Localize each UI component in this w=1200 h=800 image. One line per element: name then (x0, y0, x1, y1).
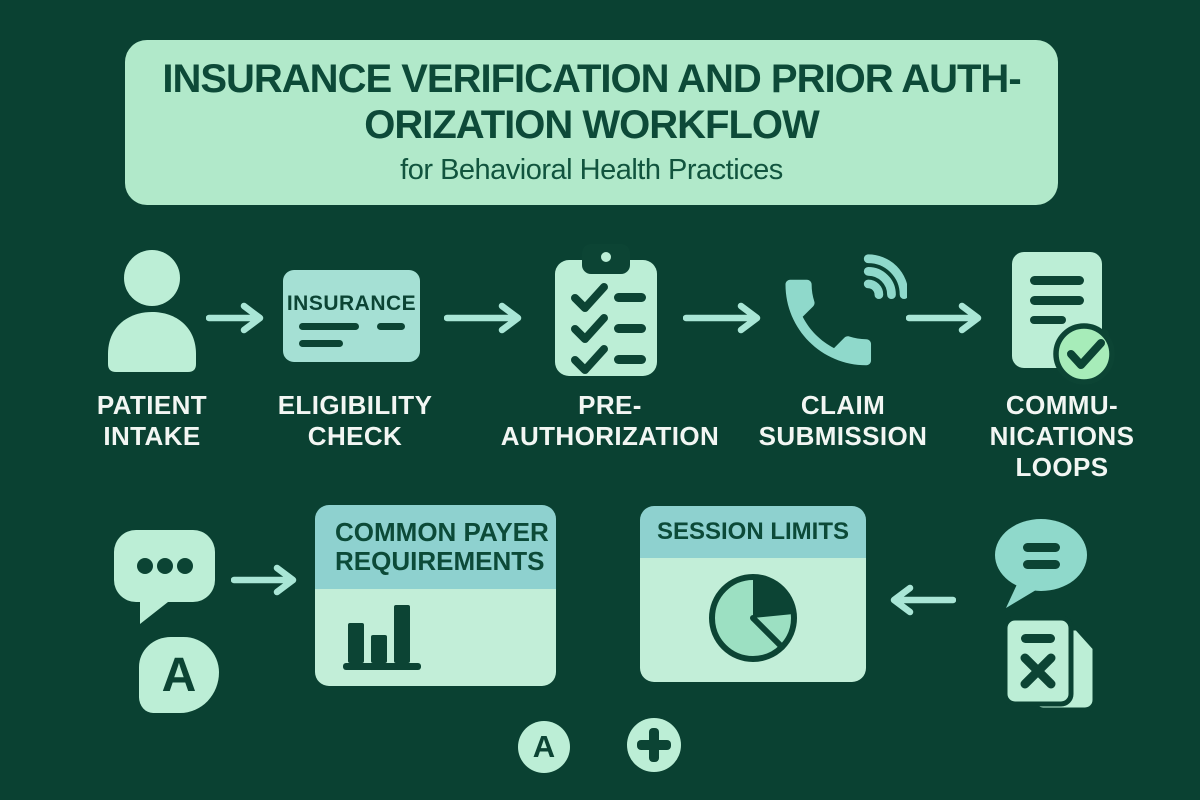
session-card-header: SESSION LIMITS (640, 506, 866, 558)
speech-lines-icon (995, 519, 1087, 608)
arrow-right-icon (683, 302, 761, 334)
denied-document-icon (1003, 616, 1098, 712)
session-card-title: SESSION LIMITS (656, 518, 850, 545)
medical-plus-circle-icon (627, 718, 681, 772)
step-label-line: CHECK (307, 421, 403, 451)
payer-card-header: COMMON PAYER REQUIREMENTS (315, 505, 556, 589)
step-label-communications-loops: COMMU- NICATIONS LOOPS (967, 390, 1157, 483)
document-approved-icon (1012, 252, 1115, 385)
session-card-body (640, 558, 866, 682)
step-label-line: AUTHORIZATION (500, 421, 720, 451)
payer-card-title-line1: COMMON PAYER (335, 517, 549, 547)
step-label-line: ELIGIBILITY (277, 390, 433, 420)
step-label-line: CLAIM (800, 390, 886, 420)
step-label-line: NICATIONS (989, 421, 1135, 451)
insurance-card-icon: INSURANCE (283, 270, 420, 362)
step-label-line: PATIENT (96, 390, 208, 420)
page-title-line1: INSURANCE VERIFICATION AND PRIOR AUTH- (162, 57, 1021, 101)
page-title-line2: ORIZATION WORKFLOW (364, 103, 820, 147)
step-label-line: INTAKE (103, 421, 201, 451)
title-banner: INSURANCE VERIFICATION AND PRIOR AUTH- O… (125, 40, 1058, 205)
person-icon (108, 250, 196, 372)
phone-call-icon (785, 254, 907, 366)
step-label-claim-submission: CLAIM SUBMISSION (748, 390, 938, 452)
arrow-right-icon (231, 564, 297, 596)
arrow-left-icon (890, 584, 956, 616)
clipboard-checklist-icon (555, 244, 657, 376)
step-label-eligibility-check: ELIGIBILITY CHECK (260, 390, 450, 452)
session-limits-card: SESSION LIMITS (640, 506, 866, 682)
letter-a-glyph: A (532, 729, 556, 764)
step-label-pre-authorization: PRE- AUTHORIZATION (495, 390, 725, 452)
arrow-right-icon (906, 302, 982, 334)
pie-chart-icon (709, 574, 797, 662)
common-payer-requirements-card: COMMON PAYER REQUIREMENTS (315, 505, 556, 686)
chat-dots-icon (114, 530, 215, 624)
arrow-right-icon (206, 302, 264, 334)
step-label-line: PRE- (578, 390, 642, 420)
letter-a-circle-icon: A (518, 721, 570, 773)
letter-a-glyph: A (161, 648, 197, 702)
letter-a-badge-icon: A (139, 637, 219, 713)
insurance-card-label: INSURANCE (287, 292, 416, 315)
payer-card-title-line2: REQUIREMENTS (335, 546, 545, 576)
step-label-line: SUBMISSION (758, 421, 928, 451)
arrow-right-icon (444, 302, 522, 334)
payer-card-body (315, 589, 556, 686)
step-label-line: LOOPS (1015, 452, 1109, 482)
bar-chart-icon (343, 605, 421, 670)
step-label-line: COMMU- (1005, 390, 1119, 420)
page-subtitle: for Behavioral Health Practices (400, 154, 783, 186)
plus-glyph (637, 728, 671, 762)
step-label-patient-intake: PATIENT INTAKE (57, 390, 247, 452)
